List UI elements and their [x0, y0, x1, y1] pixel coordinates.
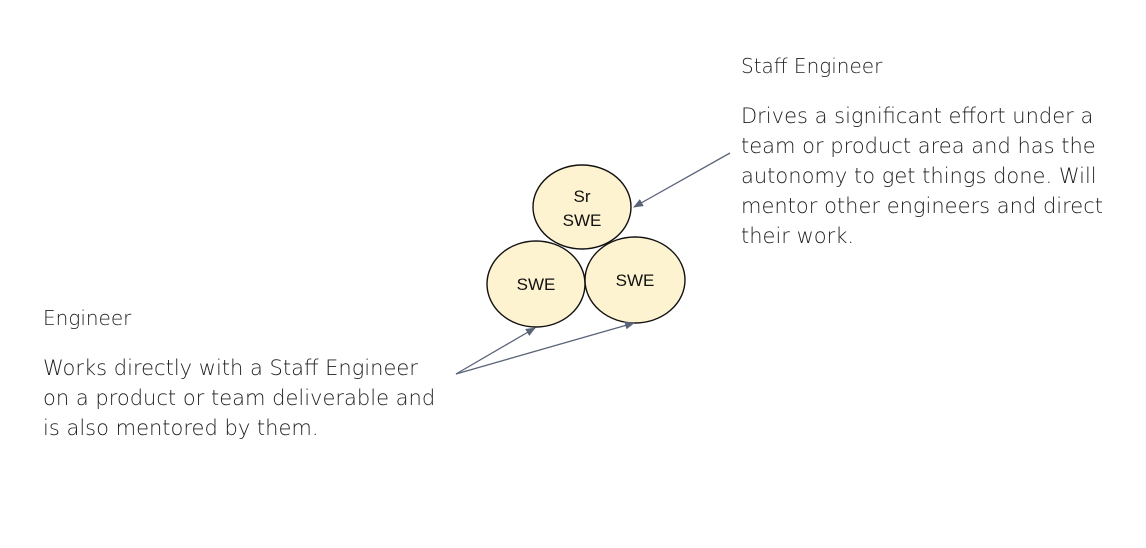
- staff-engineer-title: Staff Engineer: [741, 54, 883, 78]
- swe-left-label: SWE: [517, 275, 556, 294]
- senior-swe-label-line2: SWE: [563, 211, 602, 230]
- swe-right-label: SWE: [616, 271, 655, 290]
- swe-left-node: SWE: [486, 240, 586, 328]
- engineer-arrow-right: [455, 321, 635, 375]
- staff-engineer-description: Drives a significant effort under a team…: [741, 104, 1103, 248]
- senior-swe-node: Sr SWE: [532, 164, 632, 250]
- swe-right-circle: [584, 236, 686, 324]
- senior-swe-circle: [532, 164, 632, 250]
- staff-arrow: [633, 152, 731, 208]
- engineer-title: Engineer: [43, 306, 132, 330]
- engineer-arrow-left: [455, 327, 536, 375]
- senior-swe-label-line1: Sr: [574, 187, 591, 206]
- swe-right-node: SWE: [584, 236, 686, 324]
- engineer-description: Works directly with a Staff Engineer on …: [43, 356, 436, 440]
- engineer-block: Engineer Works directly with a Staff Eng…: [43, 305, 443, 443]
- staff-engineer-block: Staff Engineer Drives a significant effo…: [741, 53, 1141, 251]
